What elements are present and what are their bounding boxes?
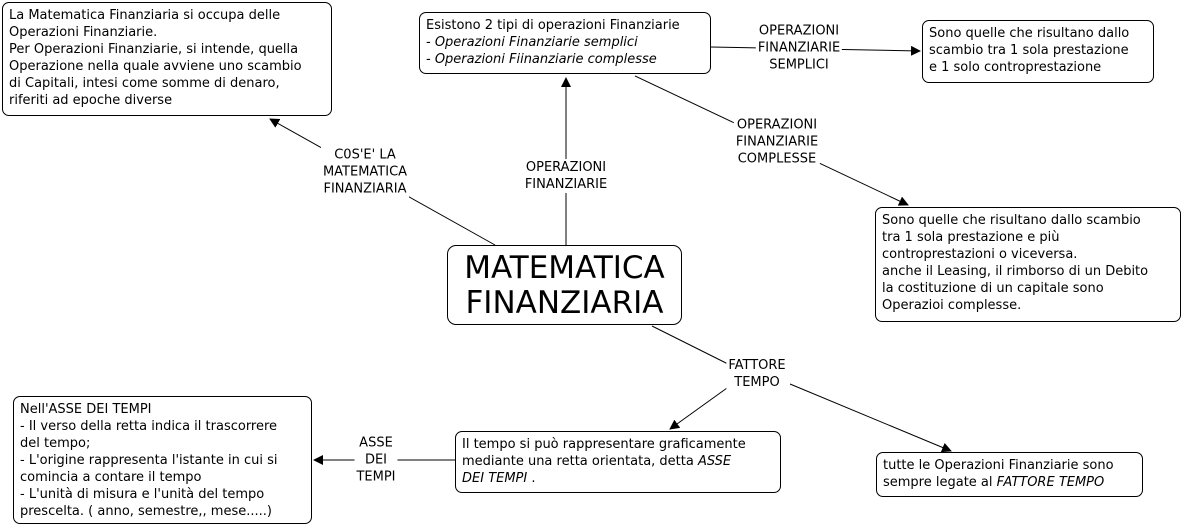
node-text-line: Operazioni Finanziarie. xyxy=(9,25,158,40)
node-text-segment: . xyxy=(527,471,536,486)
edge-label-line: COMPLESSE xyxy=(737,151,817,167)
edge-label-line: DEI xyxy=(364,452,388,468)
node-text-line: Sono quelle che risultano dallo xyxy=(929,26,1130,41)
node-text-line: prescelta. ( anno, semestre,, mese.....) xyxy=(20,504,272,519)
node-text-line: comincia a contare il tempo xyxy=(20,470,202,485)
definition-node[interactable]: La Matematica Finanziaria si occupa dell… xyxy=(2,2,332,116)
node-text-line: La Matematica Finanziaria si occupa dell… xyxy=(9,8,281,23)
node-text-segment: mediante una retta orientata, detta xyxy=(462,454,698,469)
edge-label-line: C0S'E' LA xyxy=(334,147,396,163)
node-text-line: - L'origine rappresenta l'istante in cui… xyxy=(20,453,278,468)
edge-label-line: MATEMATICA xyxy=(322,164,408,180)
edge-label-line: FATTORE xyxy=(728,358,786,373)
time-axis-node[interactable]: Il tempo si può rappresentare graficamen… xyxy=(455,431,781,493)
node-text-line: riferiti ad epoche diverse xyxy=(9,93,173,108)
node-text-line: - Operazioni Fiinanziarie complesse xyxy=(426,52,657,67)
edge-label-line: OPERAZIONI xyxy=(736,117,818,133)
edge-label-line: OPERAZIONI xyxy=(758,23,840,39)
edge-label-complesse: OPERAZIONI FINANZIARIE COMPLESSE xyxy=(733,116,821,168)
edge-label-line: FINANZIARIE xyxy=(735,134,819,150)
operation-types-node[interactable]: Esistono 2 tipi di operazioni Finanziari… xyxy=(419,12,711,74)
node-text-line: DEI TEMPI . xyxy=(462,470,774,487)
edge-label-line: FINANZIARIA xyxy=(323,181,407,197)
axis-details-node[interactable]: Nell'ASSE DEI TEMPI - Il verso della ret… xyxy=(13,396,312,524)
node-text-segment: sempre legate al xyxy=(883,475,997,490)
edge-label-operazioni: OPERAZIONI FINANZIARIE xyxy=(522,159,610,193)
edge-label-fattore: FATTORE TEMPO xyxy=(726,357,788,391)
central-topic-node[interactable]: MATEMATICA FINANZIARIA xyxy=(447,245,682,325)
node-text-line: Per Operazioni Finanziarie, si intende, … xyxy=(9,42,299,57)
node-text-line: la costituzione di un capitale sono xyxy=(882,281,1104,296)
node-text-line: tra 1 sola prestazione e più xyxy=(882,230,1060,245)
node-text-line: Operazioi complesse. xyxy=(882,298,1022,313)
node-text-line: Il tempo si può rappresentare graficamen… xyxy=(462,437,746,452)
node-text-emphasis: FATTORE TEMPO xyxy=(996,475,1105,490)
edge-label-line: TEMPI xyxy=(356,469,396,485)
node-text-line: di Capitali, intesi come somme di denaro… xyxy=(9,76,280,91)
node-text-line: scambio tra 1 sola prestazione xyxy=(929,43,1129,58)
node-text-line: - Operazioni Finanziarie semplici xyxy=(426,35,638,50)
simple-operations-node[interactable]: Sono quelle che risultano dallo scambio … xyxy=(922,20,1154,83)
node-text-line: e 1 solo controprestazione xyxy=(929,60,1102,75)
node-text-line: controprestazioni o viceversa. xyxy=(882,247,1078,262)
complex-operations-node[interactable]: Sono quelle che risultano dallo scambio … xyxy=(875,207,1181,322)
edge-label-line: OPERAZIONI xyxy=(525,160,607,175)
node-text-line: Esistono 2 tipi di operazioni Finanziari… xyxy=(426,18,680,33)
edge-label-line: SEMPLICI xyxy=(769,57,829,73)
node-text-line: anche il Leasing, il rimborso di un Debi… xyxy=(882,264,1149,279)
node-text-line: sempre legate al FATTORE TEMPO xyxy=(883,474,1136,491)
edge-label-line: FINANZIARIE xyxy=(757,40,841,56)
node-text-emphasis: ASSE xyxy=(697,454,732,469)
edge-fattore-to-time-factor xyxy=(789,383,952,453)
edge-label-cose: C0S'E' LA MATEMATICA FINANZIARIA xyxy=(320,146,410,198)
central-topic-line2: FINANZIARIA xyxy=(465,285,664,321)
edge-label-line: ASSE xyxy=(359,435,393,451)
edge-label-line: FINANZIARIE xyxy=(524,177,608,192)
node-text-emphasis: DEI TEMPI xyxy=(462,471,528,486)
node-text-line: - Il verso della retta indica il trascor… xyxy=(20,419,278,434)
node-text-line: mediante una retta orientata, detta ASSE xyxy=(462,453,774,470)
node-text-line: del tempo; xyxy=(20,436,91,451)
node-text-line: tutte le Operazioni Finanziarie sono xyxy=(883,458,1114,473)
edge-label-line: TEMPO xyxy=(734,375,780,390)
time-factor-node[interactable]: tutte le Operazioni Finanziarie sono sem… xyxy=(876,452,1143,497)
node-text-line: - L'unità di misura e l'unità del tempo xyxy=(20,487,265,502)
node-text-line: Operazione nella quale avviene uno scamb… xyxy=(9,59,302,74)
edge-label-semplici: OPERAZIONI FINANZIARIE SEMPLICI xyxy=(755,22,843,74)
central-topic-line1: MATEMATICA xyxy=(464,250,665,286)
edge-label-asse: ASSE DEI TEMPI xyxy=(354,434,398,486)
node-text-line: Nell'ASSE DEI TEMPI xyxy=(20,402,152,417)
edge-fattore-to-time-axis xyxy=(669,382,735,430)
node-text-line: Sono quelle che risultano dallo scambio xyxy=(882,213,1141,228)
